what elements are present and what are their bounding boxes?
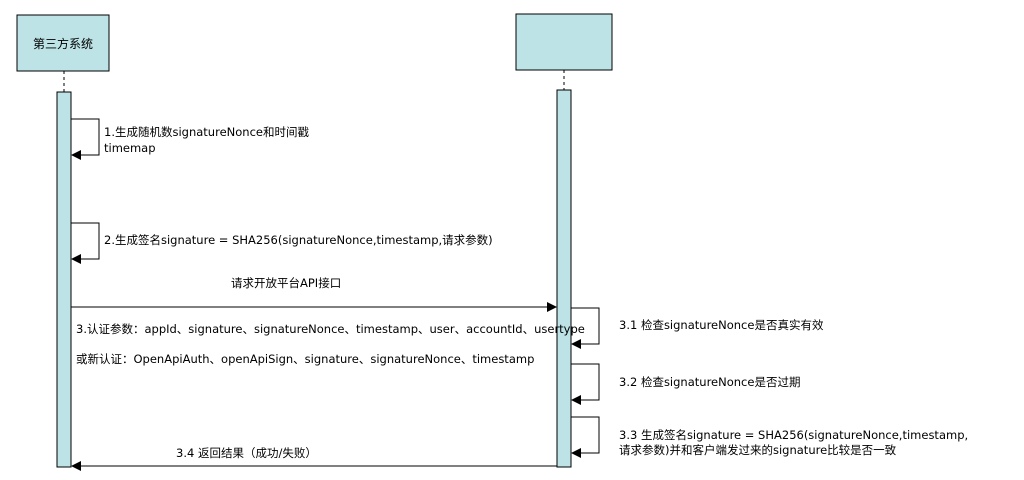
self-arrow-3-3: [571, 416, 600, 458]
message-label-3-3-line-1: 3.3 生成签名signature = SHA256(signatureNonc…: [619, 428, 969, 442]
participant-box-platform: [515, 13, 613, 71]
request-label: 请求开放平台API接口: [231, 276, 342, 290]
self-arrow-1: [71, 118, 100, 160]
self-arrow-2: [71, 222, 100, 264]
message-label-3-3-line-2: 请求参数)并和客户端发过来的signature比较是否一致: [619, 443, 897, 457]
auth-params-line-1: 3.认证参数：appId、signature、signatureNonce、ti…: [76, 322, 585, 336]
self-arrow-3-1: [571, 307, 600, 349]
activation-bar-third-party: [56, 91, 72, 468]
activation-bar-platform: [556, 89, 572, 468]
self-arrow-3-2: [571, 363, 600, 405]
message-label-3-2: 3.2 检查signatureNonce是否过期: [619, 375, 801, 389]
message-label-3-1: 3.1 检查signatureNonce是否真实有效: [619, 318, 824, 332]
participant-label-platform: [516, 14, 612, 70]
participant-label-third-party: 第三方系统: [32, 36, 93, 51]
message-label-1-line-2: timemap: [104, 141, 156, 155]
return-label: 3.4 返回结果（成功/失败）: [176, 446, 317, 460]
message-label-1-line-1: 1.生成随机数signatureNonce和时间戳: [104, 125, 309, 139]
auth-params-line-2: 或新认证：OpenApiAuth、openApiSign、signature、s…: [76, 352, 535, 366]
message-label-2: 2.生成签名signature = SHA256(signatureNonce,…: [104, 233, 493, 247]
participant-box-third-party: [16, 14, 110, 72]
